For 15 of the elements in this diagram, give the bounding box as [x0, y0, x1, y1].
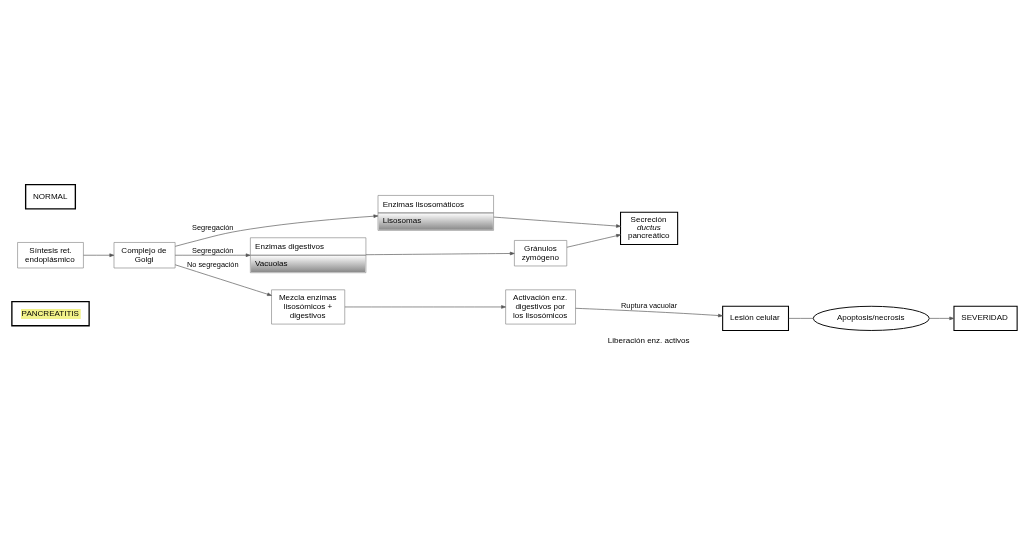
arrow: [365, 251, 515, 256]
edge-label: Ruptura vacuolar: [621, 300, 678, 310]
arrow: [566, 234, 621, 248]
arrow: [83, 253, 115, 257]
arrow: [493, 216, 621, 228]
edge-label: Segregación: [192, 246, 234, 256]
edge-label: No segregación: [186, 260, 239, 270]
edge-label: Segregación: [192, 222, 234, 232]
arrow: [344, 305, 506, 309]
connector: [788, 318, 814, 319]
arrow: [174, 253, 251, 257]
arrow: [174, 264, 272, 296]
arrow: [575, 307, 723, 318]
arrow: [929, 316, 955, 321]
arrow: [174, 214, 379, 247]
